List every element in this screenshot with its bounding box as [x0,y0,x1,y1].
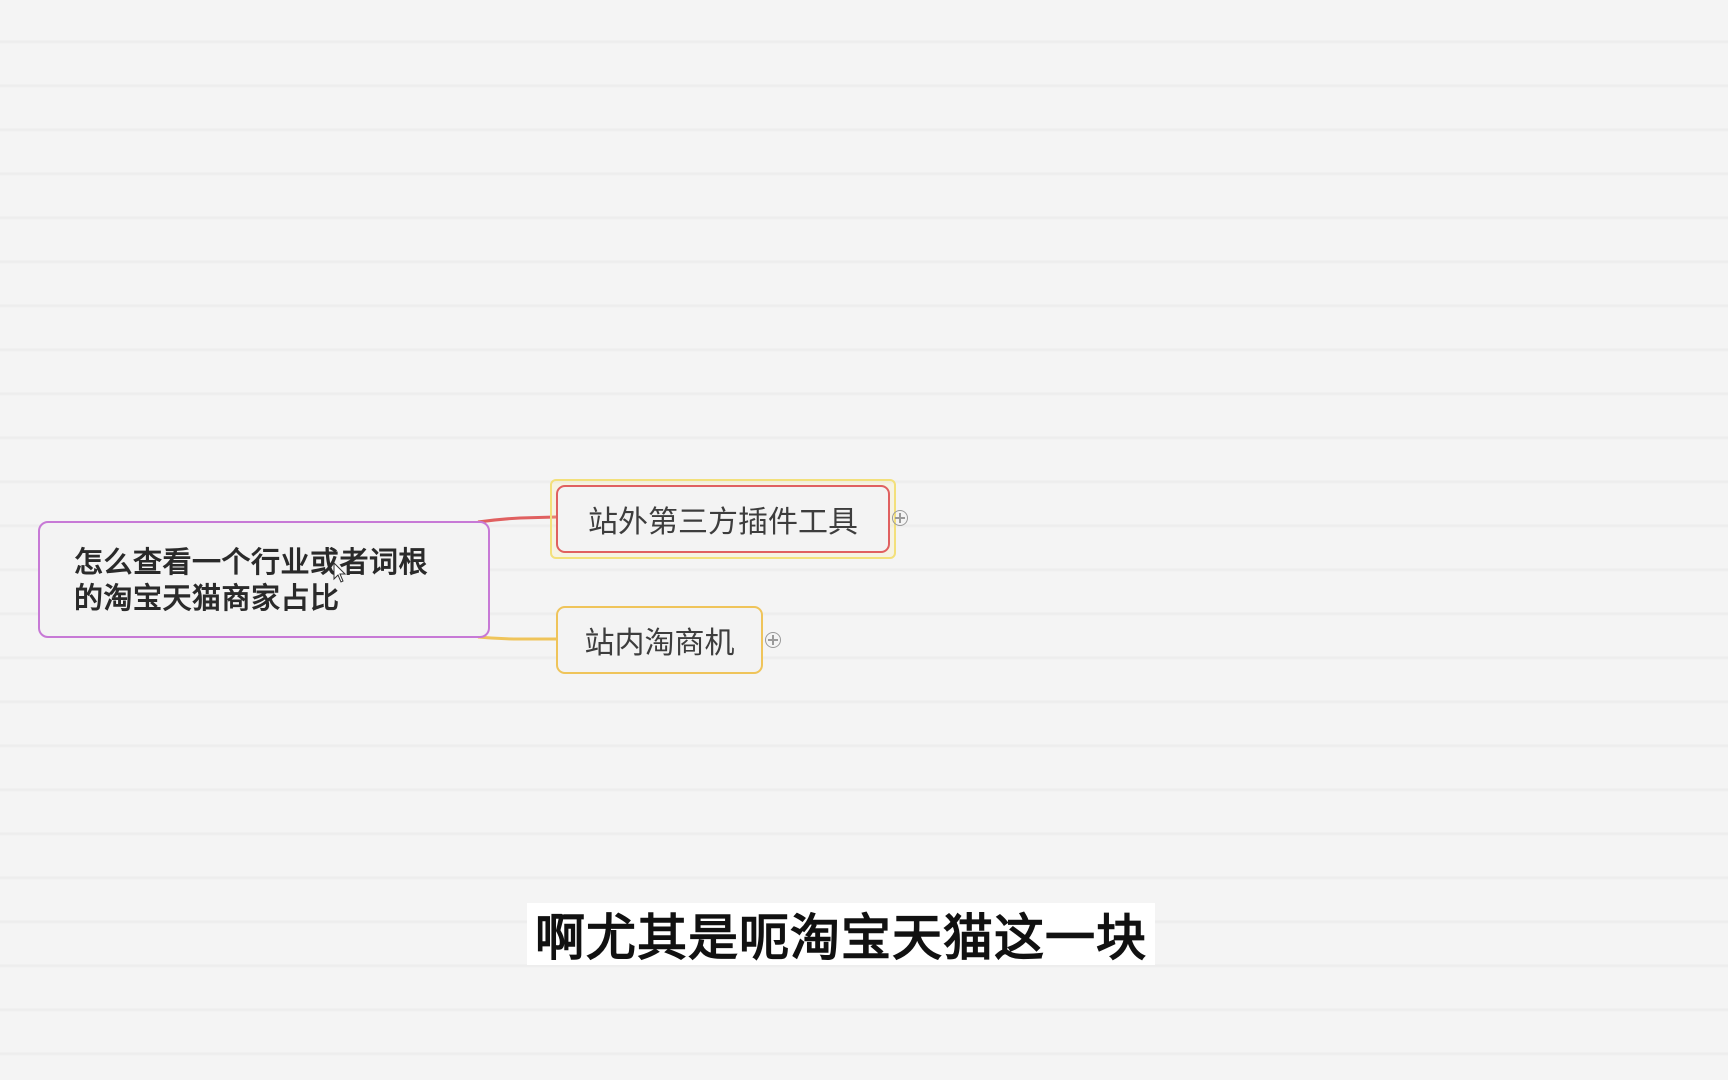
subtopic-label: 站内淘商机 [584,626,735,661]
subtopic-label: 站外第三方插件工具 [588,505,858,540]
subtopic-node-external-plugin-tools[interactable]: 站外第三方插件工具 [556,485,890,553]
expand-plus-circle-icon[interactable] [765,632,781,648]
connector-root-to-child-2 [477,635,556,641]
mouse-cursor-icon [333,562,347,583]
subtitle-text: 啊尤其是呃淘宝天猫这一块 [535,909,1147,967]
root-topic-line-2: 的淘宝天猫商家占比 [74,580,340,615]
connector-root-to-child-1 [477,515,557,524]
video-subtitle: 啊尤其是呃淘宝天猫这一块 [527,903,1155,967]
root-topic-label: 怎么查看一个行业或者词根 的淘宝天猫商家占比 [74,544,428,616]
expand-plus-circle-icon[interactable] [892,510,908,526]
subtopic-node-taoshangji[interactable]: 站内淘商机 [556,606,763,674]
root-topic-node[interactable]: 怎么查看一个行业或者词根 的淘宝天猫商家占比 [38,521,490,638]
root-topic-line-1: 怎么查看一个行业或者词根 [74,544,429,579]
